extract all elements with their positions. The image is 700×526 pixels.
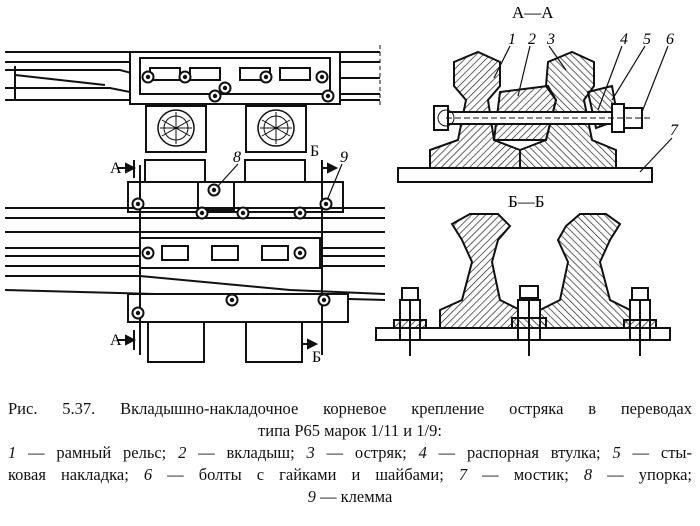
- legend-text-7: — мостик;: [467, 465, 584, 484]
- legend-text-8: — упорка;: [592, 465, 693, 484]
- plan-view-middle: [4, 159, 386, 363]
- section-aa-callouts: 1 2 3 4 5 6 7: [508, 31, 679, 139]
- section-aa-title: А—А: [512, 3, 554, 22]
- callout-1: 1: [508, 31, 516, 48]
- cut-label-b-top: Б: [310, 143, 319, 160]
- callout-6: 6: [666, 31, 674, 48]
- legend-text-9: — клемма: [315, 487, 393, 506]
- section-bb-drawing: [375, 213, 671, 356]
- legend-num-6: 6: [143, 465, 153, 484]
- callout-5: 5: [643, 31, 651, 48]
- callout-8: 8: [233, 149, 241, 166]
- caption-title-line1: Рис. 5.37. Вкладышно-накладочное корнево…: [8, 399, 692, 418]
- legend-text-3: — остряк;: [314, 443, 419, 462]
- legend-num-8: 8: [583, 465, 593, 484]
- section-aa-drawing: [397, 50, 653, 183]
- cut-label-a-top: А: [110, 160, 122, 177]
- caption-legend-line1: 1 — рамный рельс; 2 — вкладыш; 3 — остря…: [8, 442, 692, 464]
- technical-drawing: А Б А Б 8 9 А—А 1 2 3 4 5 6 7 Б—Б: [4, 3, 679, 366]
- legend-text-5b: ковая накладка;: [8, 465, 144, 484]
- caption-legend-line2: ковая накладка; 6 — болты с гайками и ша…: [8, 464, 692, 486]
- plan-view-top: [5, 45, 381, 105]
- legend-num-4: 4: [418, 443, 427, 462]
- figure-caption: Рис. 5.37. Вкладышно-накладочное корнево…: [8, 398, 692, 508]
- callout-2: 2: [528, 31, 536, 48]
- cut-label-b-bottom: Б: [312, 349, 321, 366]
- legend-text-5: — сты-: [620, 443, 692, 462]
- section-bb-title: Б—Б: [508, 192, 545, 211]
- legend-num-2: 2: [178, 443, 187, 462]
- legend-num-9: 9: [307, 487, 316, 506]
- callout-9: 9: [340, 149, 348, 166]
- cut-label-a-bottom: А: [110, 332, 122, 349]
- legend-text-2: — вкладыш;: [186, 443, 307, 462]
- fan-blocks: [145, 105, 307, 153]
- legend-num-1: 1: [8, 443, 17, 462]
- legend-text-6: — болты с гайками и шайбами;: [152, 465, 459, 484]
- legend-num-7: 7: [458, 465, 468, 484]
- callout-3: 3: [546, 31, 555, 48]
- legend-num-3: 3: [306, 443, 315, 462]
- callout-4: 4: [620, 31, 628, 48]
- legend-num-5: 5: [612, 443, 621, 462]
- caption-title-line2: типа Р65 марок 1/11 и 1/9:: [258, 421, 442, 440]
- legend-text-4: — распорная втулка;: [426, 443, 613, 462]
- callout-7: 7: [670, 122, 679, 139]
- cut-markers: [118, 160, 339, 352]
- caption-legend-line3: 9 — клемма: [8, 486, 692, 508]
- legend-text-1: — рамный рельс;: [16, 443, 179, 462]
